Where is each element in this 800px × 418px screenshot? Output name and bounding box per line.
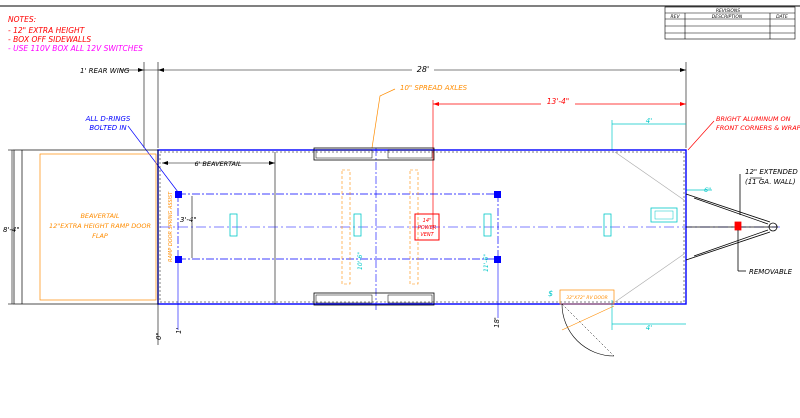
bright-aluminum-line1: BRIGHT ALUMINUM ON: [716, 115, 791, 123]
front-to-vent-label: 13'-4": [547, 97, 570, 106]
overall-length-label: 28': [417, 65, 429, 74]
front-top-dim: 4': [646, 117, 652, 125]
one-label: 1': [175, 328, 183, 334]
dome-light: [603, 213, 612, 237]
rv-door: [559, 289, 615, 305]
ramp-door-panel: [39, 153, 157, 301]
ramp-door-label-line1: BEAVERTAIL: [80, 212, 119, 220]
rear-wing-label: 1' REAR WING: [80, 67, 130, 75]
d-ring-layout: [177, 193, 499, 260]
ac-unit-inner: [654, 210, 674, 220]
front-bottom-dim: 4': [646, 324, 652, 332]
bright-aluminum-leader: [687, 120, 715, 151]
d-ring: [494, 256, 501, 263]
revisions-col-date: DATE: [776, 14, 788, 20]
dome-light: [483, 213, 492, 237]
notes-block: NOTES: - 12" EXTRA HEIGHT - BOX OFF SIDE…: [8, 15, 143, 53]
dim-label-bg: [541, 96, 575, 106]
arrow-head: [269, 161, 275, 165]
axle-outline-rear: [341, 169, 351, 285]
revisions-col-description: DESCRIPTION: [712, 14, 743, 20]
notes-header: NOTES:: [8, 15, 36, 24]
bright-aluminum-line2: FRONT CORNERS & WRAP: [716, 124, 800, 132]
arrow-head: [158, 68, 164, 72]
zero-label: 0": [155, 332, 163, 340]
d-ring: [175, 256, 182, 263]
dim-label-bg: [412, 64, 434, 74]
note-item-2: - BOX OFF SIDEWALLS: [8, 35, 91, 44]
spread-axles-label: 10" SPREAD AXLES: [400, 84, 468, 92]
rv-door-swing: [561, 303, 615, 357]
ramp-spring-assist-label: RAMP DOOR SPRING ASSIST: [168, 191, 174, 262]
removable-label: REMOVABLE: [749, 268, 793, 276]
d-ring: [175, 191, 182, 198]
power-vent-line3: VENT: [420, 232, 434, 238]
d-rings-label-line1: ALL D-RINGS: [85, 115, 131, 123]
width-label: 8'-4": [3, 226, 20, 234]
d-ring: [494, 191, 501, 198]
arrow-head: [138, 68, 144, 72]
axle-a-label: 10'-6": [357, 252, 364, 270]
arrow-head: [433, 102, 439, 106]
tire-top-rear: [315, 149, 373, 159]
d-rings-leader: [127, 125, 179, 193]
ac-unit: [650, 207, 678, 223]
dome-light: [353, 213, 362, 237]
power-vent-line2: POWER: [418, 225, 437, 231]
dollar-mark: $: [548, 289, 553, 298]
wheel-well-top: [313, 147, 435, 161]
ramp-door-outline: [13, 149, 159, 305]
rv-door-leaf: [561, 305, 615, 331]
small-6-dim: 6": [704, 186, 711, 194]
axle-outline-front: [409, 169, 419, 285]
ramp-door-label-line3: FLAP: [92, 232, 108, 240]
d-ring-spacing-label: 3'-4": [180, 216, 197, 224]
note-item-1: - 12" EXTRA HEIGHT: [8, 26, 86, 35]
extended-label-line1: 12" EXTENDED: [745, 168, 798, 176]
power-vent-line1: 14": [423, 218, 432, 224]
arrow-head: [680, 68, 686, 72]
tire-bottom-front: [387, 294, 433, 304]
rv-door-label: 32"X72" RV DOOR: [566, 295, 607, 301]
d-rings-label-line2: BOLTED IN: [89, 124, 127, 132]
spread-axles-callout: [371, 88, 396, 149]
extended-label-line2: (11 GA. WALL): [745, 178, 796, 186]
power-vent: [414, 213, 440, 241]
hitch-tongue: [685, 174, 778, 272]
front-nose-lines: [614, 151, 685, 303]
eighteen-label: 18': [493, 317, 501, 328]
tire-top-front: [387, 149, 433, 159]
overall-length-dimension: [120, 62, 687, 148]
ramp-door-label-line2: 12"EXTRA HEIGHT RAMP DOOR: [49, 222, 151, 230]
width-dimension: [8, 149, 14, 305]
note-item-3: - USE 110V BOX ALL 12V SWITCHES: [8, 44, 143, 53]
revisions-col-rev: REV: [670, 14, 680, 20]
arrow-head: [162, 161, 168, 165]
axle-b-label: 11'-6": [483, 254, 490, 272]
beavertail-dimension: [162, 152, 276, 304]
rv-door-swing-line: [561, 303, 615, 357]
front-cyan-dims: [611, 120, 712, 330]
wheel-well-bottom: [313, 292, 435, 306]
tire-bottom-rear: [315, 294, 373, 304]
dome-light: [229, 213, 238, 237]
revisions-title: REVISIONS: [716, 8, 740, 14]
revisions-table: [664, 6, 796, 40]
beavertail-label: 6' BEAVERTAIL: [194, 160, 241, 168]
arrow-head: [680, 102, 686, 106]
